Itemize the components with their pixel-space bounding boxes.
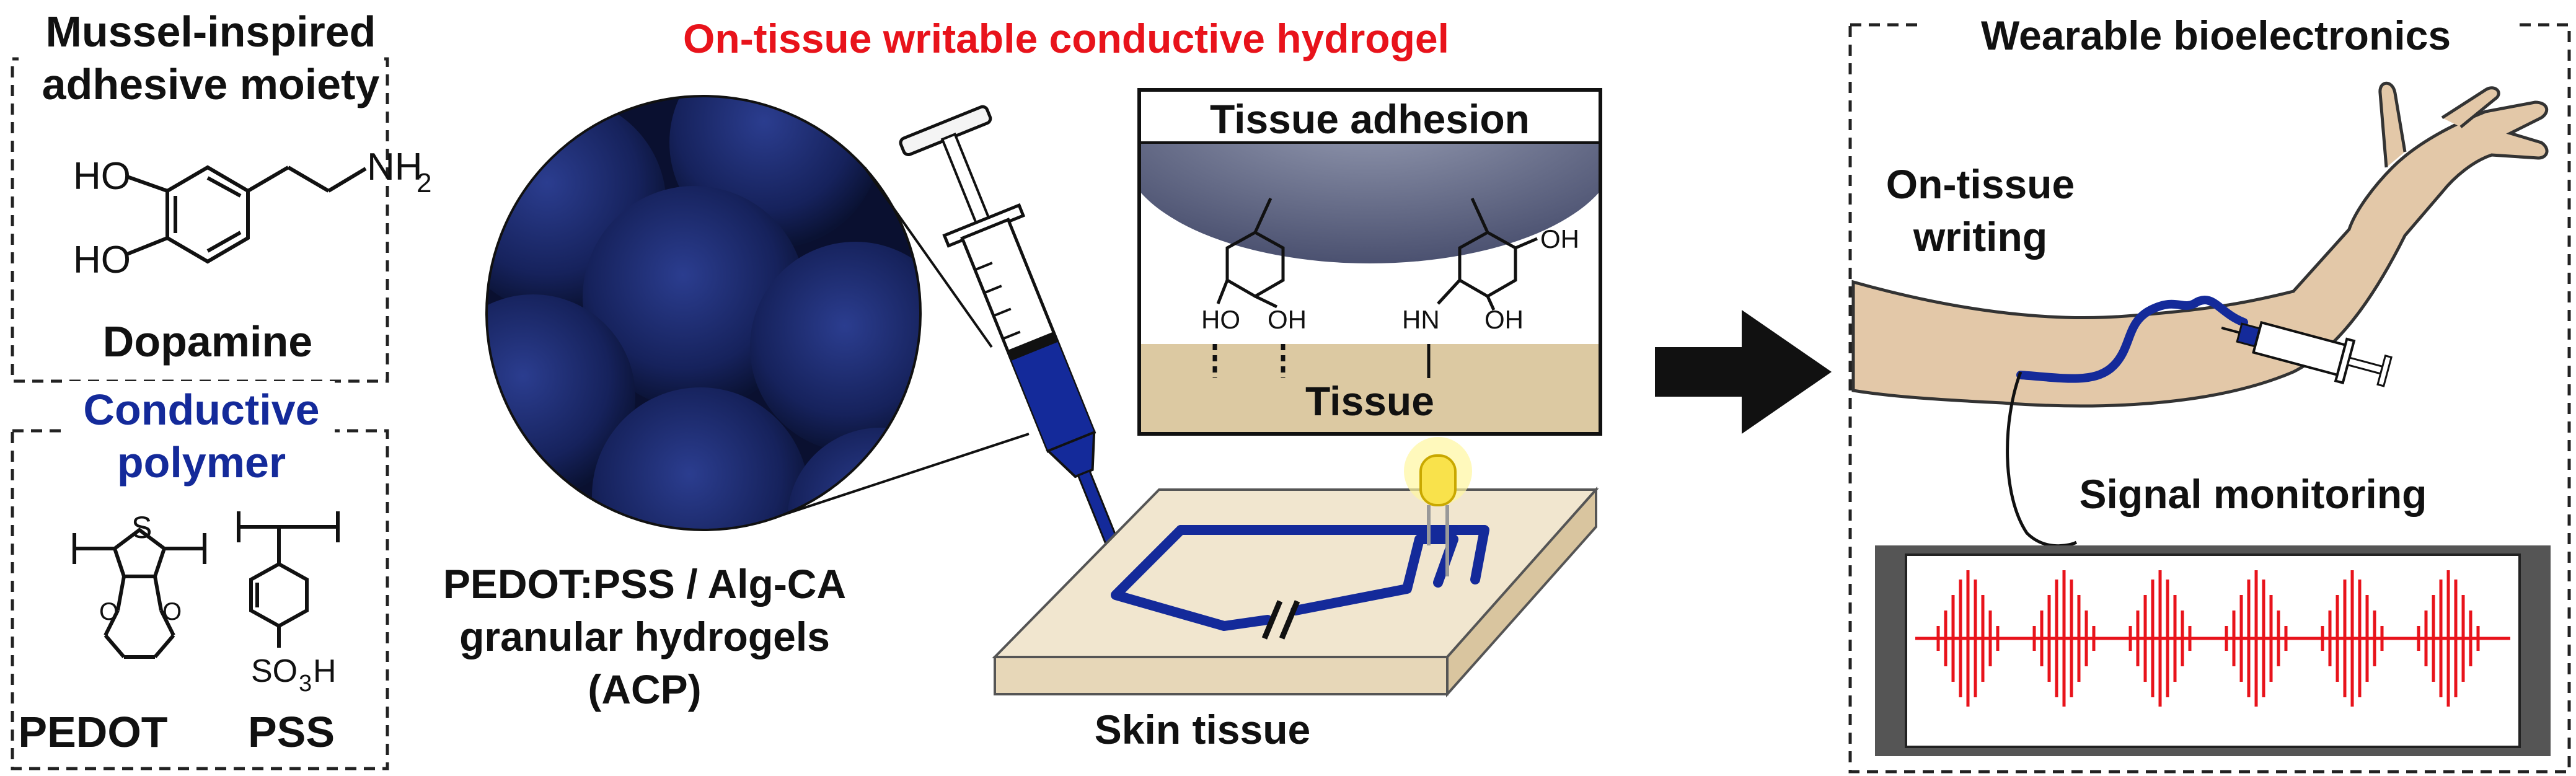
hydrogel-magnification bbox=[485, 95, 1030, 531]
material-line3: (ACP) bbox=[588, 666, 701, 712]
material-line2: granular hydrogels bbox=[459, 614, 830, 659]
signal-waveform bbox=[1936, 570, 2480, 707]
adhesive-title-line1: Mussel-inspired bbox=[46, 7, 376, 56]
pss-so3h-h: H bbox=[313, 653, 337, 689]
pss-name: PSS bbox=[248, 708, 335, 756]
inset-catechol-left bbox=[1212, 197, 1286, 378]
inset-catechol-right bbox=[1427, 197, 1538, 378]
dopamine-name: Dopamine bbox=[103, 317, 312, 366]
skin-tissue-block bbox=[992, 486, 1599, 698]
wearable-title: Wearable bioelectronics bbox=[1981, 12, 2451, 58]
inset-right-oh-bottom: OH bbox=[1484, 305, 1524, 334]
wearable-title-bg bbox=[1918, 9, 2513, 65]
polymer-title-bg bbox=[68, 381, 335, 493]
battery-icon bbox=[1261, 600, 1300, 640]
pss-so3h: SO bbox=[251, 653, 298, 689]
polymer-title-line2: polymer bbox=[117, 438, 286, 487]
arm-written-line bbox=[2016, 296, 2248, 383]
inset-right-hn: HN bbox=[1402, 305, 1440, 334]
pedot-o-left: O bbox=[99, 598, 118, 625]
adhesive-title-line2: adhesive moiety bbox=[42, 60, 380, 108]
dopamine-ho-bottom: HO bbox=[73, 239, 131, 281]
dopamine-structure bbox=[126, 165, 367, 264]
pedot-s: S bbox=[131, 510, 152, 545]
writing-line2: writing bbox=[1913, 214, 2047, 260]
arm-icon bbox=[1851, 81, 2549, 408]
pedot-o-right: O bbox=[162, 598, 182, 625]
skin-tissue-label: Skin tissue bbox=[1095, 707, 1310, 752]
writing-line1: On-tissue bbox=[1886, 161, 2075, 207]
adhesive-title-bg bbox=[19, 6, 384, 121]
pss-so3h-sub: 3 bbox=[299, 671, 312, 697]
small-syringe-icon bbox=[2221, 320, 2393, 387]
arrow-right-icon bbox=[1655, 310, 1832, 434]
inset-right-oh-top: OH bbox=[1540, 224, 1579, 254]
pedot-structure bbox=[73, 527, 206, 659]
inset-left-oh: OH bbox=[1268, 305, 1307, 334]
dopamine-ho-top: HO bbox=[73, 155, 131, 198]
monitoring-label: Signal monitoring bbox=[2080, 471, 2427, 517]
pedot-name: PEDOT bbox=[18, 708, 167, 756]
syringe-icon bbox=[899, 105, 1133, 581]
polymer-title-line1: Conductive bbox=[83, 386, 319, 434]
inset-tissue-label: Tissue bbox=[1305, 378, 1434, 424]
dopamine-nh-sub: 2 bbox=[417, 168, 431, 198]
material-line1: PEDOT:PSS / Alg-CA bbox=[443, 561, 846, 607]
dopamine-nh: NH bbox=[367, 146, 423, 188]
pss-structure bbox=[237, 511, 340, 648]
led-icon bbox=[1404, 437, 1472, 576]
inset-left-ho: HO bbox=[1201, 305, 1240, 334]
inset-title: Tissue adhesion bbox=[1210, 96, 1530, 142]
center-title: On-tissue writable conductive hydrogel bbox=[683, 15, 1449, 61]
